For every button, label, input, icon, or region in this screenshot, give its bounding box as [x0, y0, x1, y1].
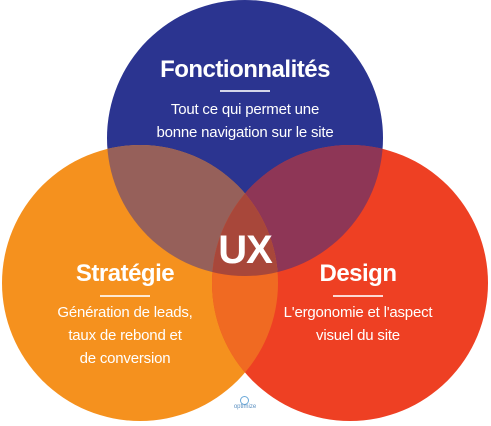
divider-strategie	[100, 295, 150, 297]
title-design: Design	[319, 260, 397, 287]
logo-text: optimize	[233, 404, 257, 410]
title-fonctionnalites: Fonctionnalités	[160, 56, 330, 83]
desc-design-line1: L'ergonomie et l'aspect	[283, 304, 433, 321]
divider-fonctionnalites	[220, 90, 270, 92]
divider-design	[333, 295, 383, 297]
logo-ring-icon	[240, 396, 249, 405]
center-label-ux: UX	[218, 228, 273, 272]
title-strategie: Stratégie	[75, 260, 175, 287]
desc-strategie-line1: Génération de leads,	[57, 304, 193, 321]
desc-fonctionnalites-line1: Tout ce qui permet une	[170, 101, 320, 118]
desc-strategie-line3: de conversion	[79, 350, 171, 367]
desc-strategie-line2: taux de rebond et	[68, 327, 182, 344]
overlap-fonctionnalites-strategie	[107, 145, 278, 276]
desc-fonctionnalites-line2: bonne navigation sur le site	[156, 124, 334, 141]
optimize-logo: optimize	[222, 396, 272, 410]
desc-design-line2: visuel du site	[316, 327, 400, 344]
overlap-fonctionnalites-design	[212, 145, 383, 276]
